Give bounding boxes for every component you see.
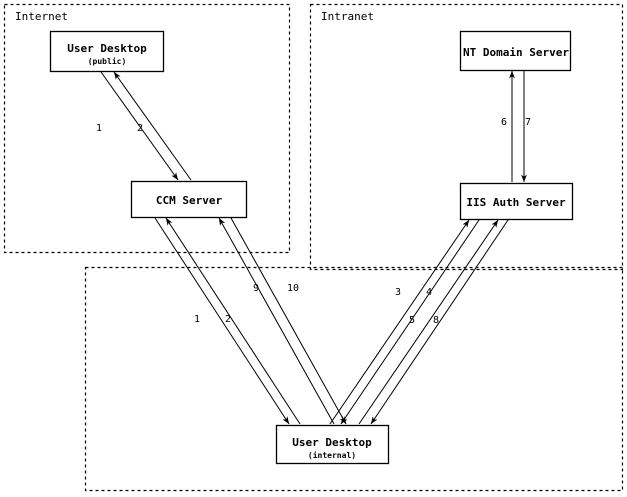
node-nt-domain-server[interactable]: NT Domain Server bbox=[459, 30, 572, 72]
zone-internal-boundary bbox=[84, 266, 624, 492]
step-label-6: 6 bbox=[501, 117, 507, 128]
node-nt-domain-server-box bbox=[459, 30, 572, 72]
step-label-10: 10 bbox=[287, 283, 299, 294]
node-user-desktop-internal[interactable]: User Desktop (internal) bbox=[275, 424, 390, 465]
step-label-3: 3 bbox=[395, 287, 401, 298]
step-label-7: 7 bbox=[525, 117, 531, 128]
zone-intranet-boundary bbox=[309, 3, 624, 271]
node-user-desktop-public[interactable]: User Desktop (public) bbox=[49, 30, 165, 73]
step-label-5: 5 bbox=[409, 315, 415, 326]
node-user-desktop-public-box bbox=[49, 30, 165, 73]
flow-line-2-bottom bbox=[165, 217, 301, 425]
step-label-8: 8 bbox=[433, 315, 439, 326]
flow-line-9 bbox=[218, 217, 335, 425]
zone-internet-boundary bbox=[3, 3, 291, 254]
node-ccm-server-title: CCM Server bbox=[156, 194, 223, 207]
node-user-desktop-internal-title: User Desktop bbox=[292, 436, 372, 449]
node-iis-auth-server-title: IIS Auth Server bbox=[466, 196, 566, 209]
flow-line-5 bbox=[358, 219, 499, 425]
node-ccm-server-box bbox=[130, 180, 248, 219]
flow-line-2-top bbox=[113, 71, 192, 181]
zone-intranet-label: Intranet bbox=[321, 10, 374, 23]
flow-line-1-bottom bbox=[154, 217, 290, 425]
node-iis-auth-server-box bbox=[459, 182, 574, 221]
node-user-desktop-public-subtitle: (public) bbox=[88, 56, 127, 66]
flow-line-8 bbox=[370, 219, 509, 425]
flow-line-10 bbox=[230, 217, 347, 425]
step-label-2-top: 2 bbox=[137, 123, 143, 134]
step-label-1-top: 1 bbox=[96, 123, 102, 134]
step-label-9: 9 bbox=[253, 283, 259, 294]
node-ccm-server[interactable]: CCM Server bbox=[130, 180, 248, 219]
node-user-desktop-public-title: User Desktop bbox=[67, 42, 147, 55]
flow-line-3 bbox=[329, 219, 470, 425]
flow-line-4 bbox=[340, 219, 480, 425]
flow-line-1-top bbox=[100, 71, 179, 181]
step-label-4: 4 bbox=[426, 287, 432, 298]
node-user-desktop-internal-box bbox=[275, 424, 390, 465]
node-user-desktop-internal-subtitle: (internal) bbox=[308, 450, 356, 460]
node-nt-domain-server-title: NT Domain Server bbox=[463, 46, 569, 59]
zone-internet-label: Internet bbox=[15, 10, 68, 23]
step-label-2-bottom: 2 bbox=[225, 314, 231, 325]
step-label-1-bottom: 1 bbox=[194, 314, 200, 325]
node-iis-auth-server[interactable]: IIS Auth Server bbox=[459, 182, 574, 221]
